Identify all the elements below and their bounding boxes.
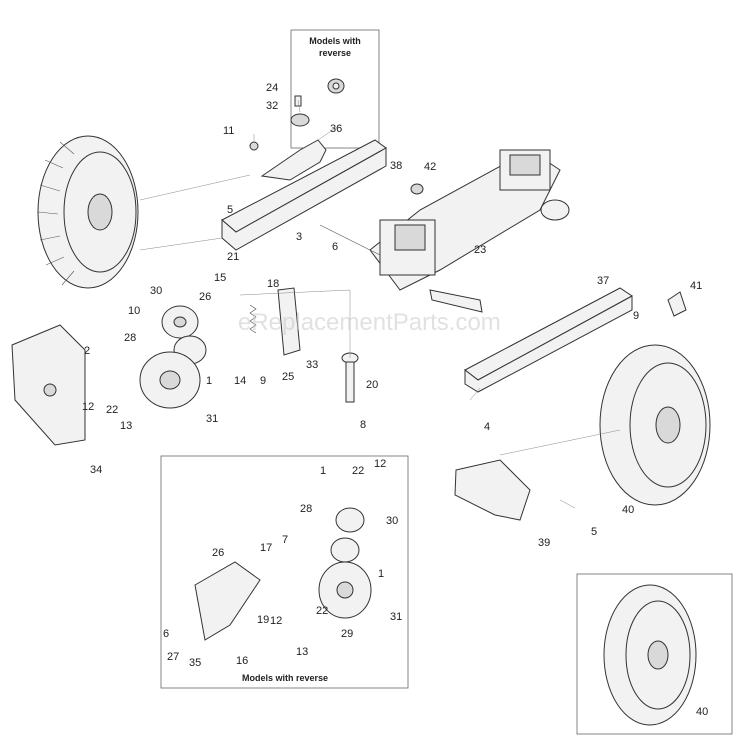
callout-1-inset-right: 1 [378,568,384,580]
callout-4: 4 [484,421,490,433]
reverse-detail-box-top [290,29,380,149]
callout-2: 2 [84,345,90,357]
callout-12-inset: 12 [270,615,282,627]
wheel-detail-box [576,573,733,735]
gear-32 [290,113,310,127]
watermark: eReplacementParts.com [238,309,501,336]
callout-32: 32 [266,100,278,112]
callout-11: 11 [223,125,234,137]
callout-18: 18 [267,278,279,290]
callout-5-upper: 5 [227,204,233,216]
reverse-box-label-top-line2: reverse [319,48,351,58]
callout-31-inset: 31 [390,611,402,623]
nut-11 [249,141,259,151]
callout-29: 29 [341,628,353,640]
bracket-36 [260,139,327,181]
leader-lines [139,99,621,509]
callout-10: 10 [128,305,140,317]
callout-9-right: 9 [633,310,639,322]
reverse-box-label-bottom: Models with reverse [242,673,328,683]
transmission-23 [319,149,570,313]
callout-15: 15 [214,272,226,284]
callout-30-main: 30 [150,285,162,297]
callout-23: 23 [474,244,486,256]
callout-28-inset: 28 [300,503,312,515]
callout-17: 17 [260,542,272,554]
callout-16: 16 [236,655,248,667]
callout-38: 38 [390,160,402,172]
callout-25: 25 [282,371,294,383]
callout-7: 7 [282,534,288,546]
callout-5-lower: 5 [591,526,597,538]
belt-guard-41 [667,291,687,317]
reverse-box-label-top-line1: Models with [309,36,361,46]
bolt-8 [345,361,355,403]
callout-12-main: 12 [82,401,94,413]
callout-35: 35 [189,657,201,669]
pulley-30 [161,305,199,339]
callout-24: 24 [266,82,278,94]
callout-13-inset: 13 [296,646,308,658]
reverse-pulley-assembly [318,507,372,619]
callout-22-inset-top: 22 [352,465,364,477]
callout-3: 3 [296,231,302,243]
callout-36: 36 [330,123,342,135]
frame-rail-38 [221,139,387,251]
callout-9-main: 9 [260,375,266,387]
pulley-31 [139,351,201,409]
callouts: 24 32 11 36 38 42 5 3 6 23 21 37 41 9 30… [82,82,708,718]
plug-42 [410,183,424,195]
bracket-33 [277,287,301,356]
callout-26-main: 26 [199,291,211,303]
spring-15 [249,304,257,334]
callout-13-main: 13 [120,420,132,432]
shield-39 [454,459,531,521]
callout-1-main: 1 [206,375,212,387]
callout-8: 8 [360,419,366,431]
wheel-detail-40 [603,584,697,726]
callout-31-main: 31 [206,413,218,425]
callout-22-inset: 22 [316,605,328,617]
callout-14: 14 [234,375,246,387]
reverse-bracket-35 [194,561,261,641]
callout-40-main: 40 [622,504,634,516]
callout-19: 19 [257,614,269,626]
callout-33: 33 [306,359,318,371]
callout-41: 41 [690,280,702,292]
callout-22-main: 22 [106,404,118,416]
callout-37: 37 [597,275,609,287]
reverse-gear-top [327,78,345,94]
callout-28-main: 28 [124,332,136,344]
left-tire [37,135,139,289]
callout-6-inset: 6 [163,628,169,640]
callout-42: 42 [424,161,436,173]
callout-30-inset: 30 [386,515,398,527]
callout-20: 20 [366,379,378,391]
callout-39: 39 [538,537,550,549]
callout-1-inset-top: 1 [320,465,326,477]
callout-12-inset-top: 12 [374,458,386,470]
reverse-detail-box-bottom [160,455,409,689]
callout-27: 27 [167,651,179,663]
callout-21: 21 [227,251,239,263]
callout-34: 34 [90,464,102,476]
frame-rail-37 [464,287,633,393]
plate-34 [11,324,86,446]
callout-40-detail: 40 [696,706,708,718]
callout-6-upper: 6 [332,241,338,253]
right-tire [599,344,711,506]
callout-26-inset: 26 [212,547,224,559]
